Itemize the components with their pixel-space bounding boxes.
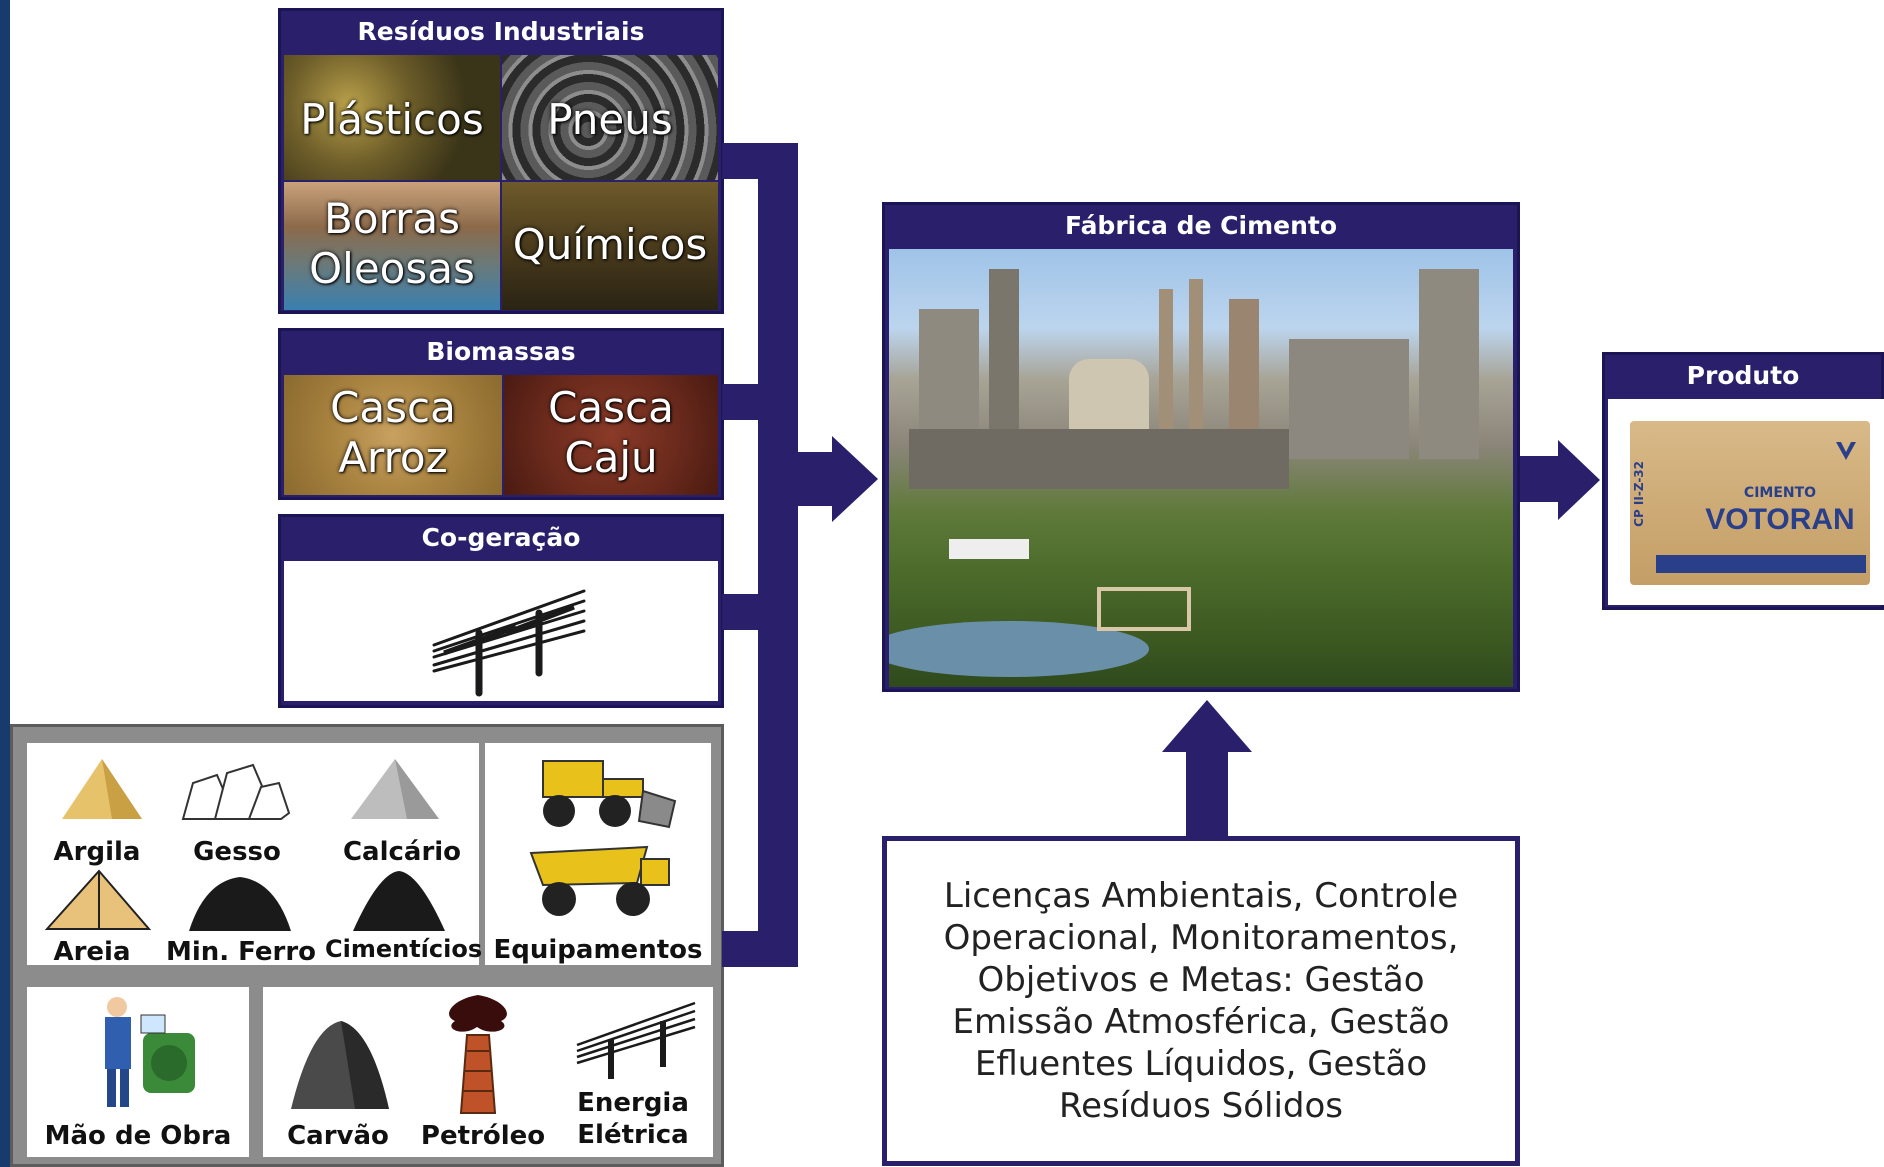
borras-oleosas-photo: Borras Oleosas <box>284 182 500 310</box>
factory-illustration <box>889 269 1479 677</box>
cement-bag: CP II-Z-32 CIMENTO VOTORAN <box>1630 421 1870 585</box>
fabrica-box: Fábrica de Cimento <box>882 202 1520 692</box>
left-edge-strip <box>0 0 10 1167</box>
petroleo-label: Petróleo <box>420 1121 546 1151</box>
gesso-icon <box>181 763 291 820</box>
gestao-box: Licenças Ambientais, Controle Operaciona… <box>882 836 1520 1166</box>
minerais-panel: Argila Gesso Calcário Areia Min. Ferro C… <box>27 743 483 967</box>
gesso-label: Gesso <box>193 837 281 867</box>
residuos-industriais-box: Resíduos Industriais Plásticos Pneus Bor… <box>278 8 724 314</box>
produto-box: Produto CP II-Z-32 CIMENTO VOTORAN <box>1602 352 1884 610</box>
casca-arroz-photo: Casca Arroz <box>284 375 502 495</box>
pneus-label: Pneus <box>547 95 673 144</box>
plasticos-label: Plásticos <box>300 95 484 144</box>
connector-biomassas <box>722 384 798 420</box>
biomassas-title: Biomassas <box>426 336 576 366</box>
minerio-ferro-label: Min. Ferro <box>165 937 317 967</box>
connector-residuos <box>722 143 798 179</box>
connector-vertical-bus <box>758 143 798 967</box>
carvao-icon <box>291 1021 389 1109</box>
gestao-text: Licenças Ambientais, Controle Operaciona… <box>943 876 1459 1126</box>
bag-subtitle: CIMENTO <box>1743 485 1817 501</box>
arrow-right-to-product-icon <box>1558 440 1600 520</box>
energia-eletrica-label: Energia Elétrica <box>577 1088 689 1150</box>
worker-icon <box>105 997 195 1107</box>
argila-icon <box>62 759 142 819</box>
petroleo-icon <box>449 995 507 1114</box>
connector-cogeracao <box>722 594 798 630</box>
areia-icon <box>44 869 152 930</box>
arrow-up-to-factory-icon <box>1162 700 1252 752</box>
mao-de-obra-label: Mão de Obra <box>44 1121 232 1151</box>
calcario-icon <box>351 759 439 819</box>
casca-caju-photo: Casca Caju <box>504 375 718 495</box>
calcario-label: Calcário <box>342 837 462 867</box>
cogeracao-title: Co-geração <box>421 522 581 552</box>
mao-de-obra-panel: Mão de Obra <box>27 987 249 1157</box>
bag-code: CP II-Z-32 <box>1632 461 1646 527</box>
fabrica-title: Fábrica de Cimento <box>1064 210 1338 240</box>
connector-gestao-up <box>1186 748 1228 836</box>
cimenticios-label: Cimentícios <box>325 935 483 963</box>
casca-caju-label: Casca Caju <box>548 383 674 482</box>
plasticos-photo: Plásticos <box>284 55 500 180</box>
residuos-title: Resíduos Industriais <box>357 16 645 46</box>
cimenticios-icon <box>353 871 445 931</box>
cogeracao-box: Co-geração <box>278 514 724 708</box>
loader-icon <box>542 760 677 829</box>
equipamentos-label: Equipamentos <box>493 935 703 965</box>
bag-brand: VOTORAN <box>1705 503 1855 536</box>
areia-label: Areia <box>53 937 131 967</box>
arrow-right-to-factory-icon <box>832 436 878 522</box>
produto-panel: CP II-Z-32 CIMENTO VOTORAN <box>1608 399 1884 605</box>
carvao-label: Carvão <box>287 1121 389 1151</box>
connector-to-product <box>1520 456 1562 502</box>
argila-label: Argila <box>53 837 141 867</box>
pneus-photo: Pneus <box>502 55 718 180</box>
connector-to-factory <box>798 452 836 506</box>
connector-insumos <box>722 931 798 967</box>
biomassas-box: Biomassas Casca Arroz Casca Caju <box>278 328 724 500</box>
energia-panel: Carvão Petróleo Energia Elétrica <box>263 987 713 1157</box>
fabrica-photo <box>889 249 1513 687</box>
insumos-frame: Argila Gesso Calcário Areia Min. Ferro C… <box>10 724 724 1167</box>
bag-logo-icon <box>1834 439 1858 463</box>
equipamentos-panel: Equipamentos <box>485 743 711 965</box>
quimicos-label: Químicos <box>512 220 708 269</box>
power-line-icon <box>432 589 586 697</box>
energia-eletrica-icon <box>576 1001 696 1079</box>
casca-arroz-label: Casca Arroz <box>330 383 456 482</box>
borras-oleosas-label: Borras Oleosas <box>309 194 475 293</box>
dump-truck-icon <box>529 845 670 916</box>
minerio-ferro-icon <box>189 877 291 931</box>
produto-title: Produto <box>1686 360 1800 390</box>
quimicos-photo: Químicos <box>502 182 718 310</box>
cogeracao-panel <box>284 561 718 701</box>
bag-stripe <box>1656 555 1866 573</box>
